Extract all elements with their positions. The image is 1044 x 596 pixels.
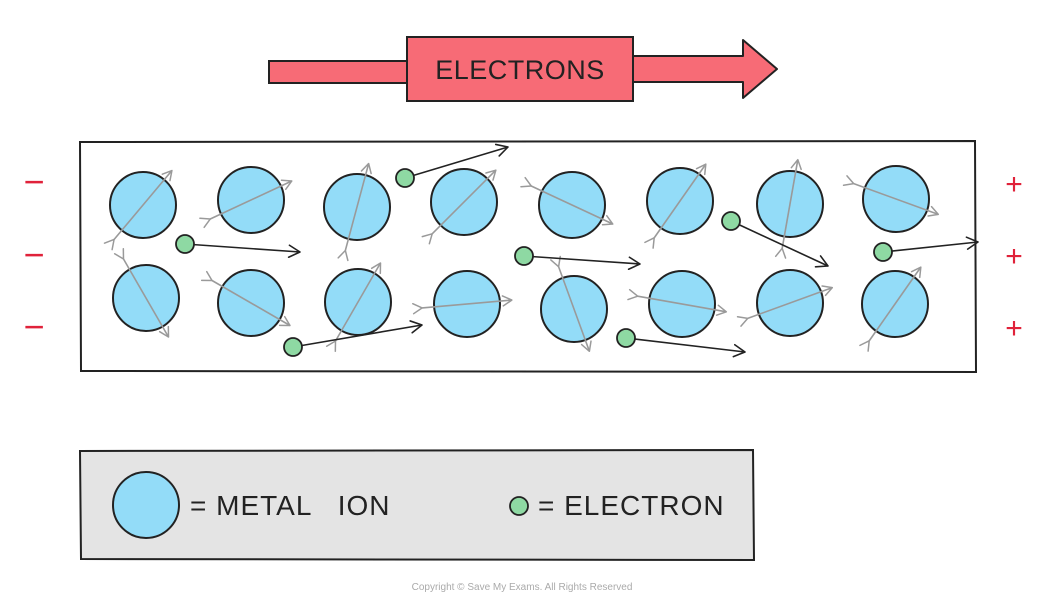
minus-sign: −	[23, 161, 44, 202]
negative-terminal: − − −	[23, 161, 44, 347]
free-electron	[283, 320, 423, 357]
vibration-arrow	[774, 158, 802, 259]
free-electron	[514, 246, 641, 271]
vibration-arrow	[859, 266, 922, 352]
vibration-arrow	[736, 285, 834, 327]
electron-dot	[721, 211, 741, 231]
flow-arrow-label: ELECTRONS	[435, 55, 605, 85]
plus-sign: +	[1005, 168, 1023, 201]
legend-ion-label: = METAL ION	[190, 490, 390, 521]
plus-sign: +	[1005, 240, 1023, 273]
electron-dot	[395, 168, 415, 188]
minus-sign: −	[23, 306, 44, 347]
legend-ion-symbol	[112, 471, 180, 539]
electron-flow-arrow: ELECTRONS	[268, 36, 778, 102]
electron-drift-arrow	[738, 224, 829, 268]
metal-ion	[421, 168, 498, 245]
metal-ion	[756, 158, 824, 259]
plus-sign: +	[1005, 312, 1023, 345]
flow-arrow-head	[630, 39, 778, 99]
legend: = METAL ION = ELECTRON	[78, 448, 756, 562]
ion-lattice	[103, 158, 940, 353]
copyright-text: Copyright © Save My Exams. All Rights Re…	[412, 582, 633, 593]
free-electron	[175, 234, 301, 259]
metal-ion	[412, 270, 513, 338]
metal-ion	[200, 269, 291, 337]
vibration-arrow	[520, 176, 614, 226]
vibration-arrow	[199, 179, 293, 229]
free-electron	[395, 143, 509, 188]
legend-electron-label: = ELECTRON	[538, 490, 725, 521]
vibration-arrow	[325, 262, 382, 353]
vibration-arrow	[627, 288, 728, 316]
metal-ion	[520, 171, 614, 239]
vibration-arrow	[421, 169, 497, 245]
free-electron	[616, 328, 746, 358]
vibration-arrow	[200, 270, 291, 327]
legend-electron-symbol	[509, 496, 529, 516]
electron-drift-arrow	[413, 143, 509, 177]
electron-dot	[873, 242, 893, 262]
metal-ion	[540, 255, 608, 353]
metal-ion	[323, 162, 391, 262]
metal-ion	[199, 166, 293, 234]
electron-dot	[175, 234, 195, 254]
electron-drift-arrow	[301, 320, 423, 347]
metal-ion	[842, 165, 940, 233]
metal-ion	[644, 163, 714, 249]
free-electron	[721, 211, 829, 268]
metal-ion	[736, 269, 834, 337]
electron-drift-arrow	[891, 236, 979, 252]
vibration-arrow	[337, 162, 372, 262]
metal-ion	[324, 262, 392, 353]
free-electrons	[175, 143, 979, 358]
flow-arrow-label-box	[406, 36, 634, 102]
legend-box	[78, 448, 756, 562]
electron-dot	[283, 337, 303, 357]
electron-dot	[616, 328, 636, 348]
minus-sign: −	[23, 234, 44, 275]
flow-arrow-shaft-left	[268, 60, 408, 84]
vibration-arrow	[644, 163, 707, 249]
vibration-arrow	[550, 255, 592, 353]
electron-drift-arrow	[532, 255, 641, 271]
metal-ion	[859, 266, 929, 352]
positive-terminal: + + +	[1005, 168, 1023, 345]
vibration-arrow	[412, 295, 513, 315]
electron-drift-arrow	[634, 338, 746, 358]
free-electron	[873, 236, 979, 262]
vibration-arrow	[113, 247, 170, 338]
electron-dot	[514, 246, 534, 266]
vibration-arrow	[103, 169, 173, 251]
metal-ion	[112, 247, 180, 338]
metal-ion	[103, 169, 177, 251]
metal-ion	[627, 270, 728, 338]
electron-drift-arrow	[193, 243, 301, 259]
vibration-arrow	[842, 175, 940, 217]
